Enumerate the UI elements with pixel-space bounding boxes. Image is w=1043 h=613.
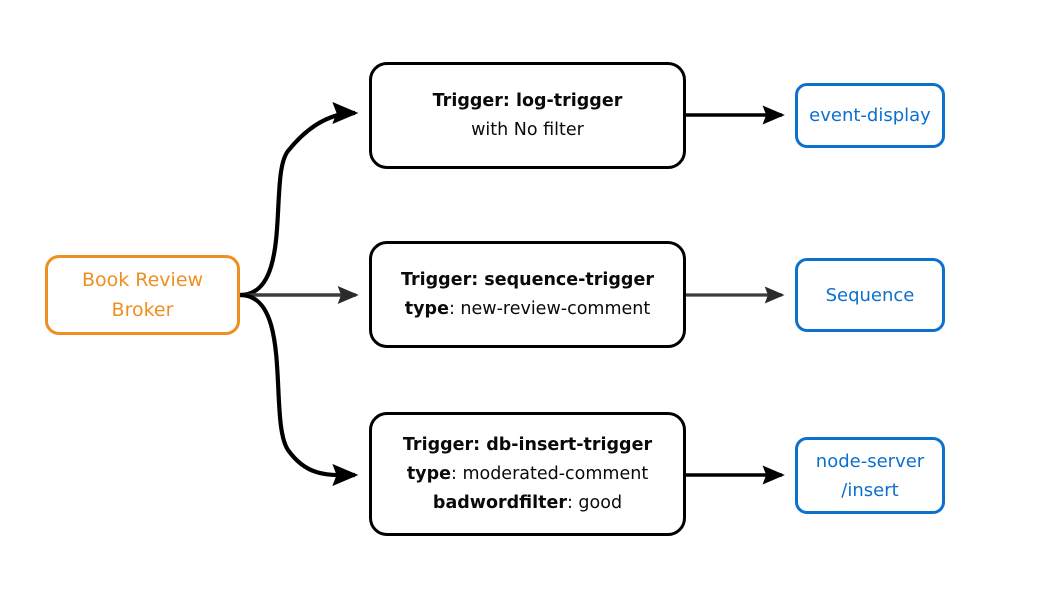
sink-node-server-label-line-2: /insert [841, 479, 899, 501]
edge-broker-to-log-trigger [239, 101, 359, 298]
node-sink-event-display[interactable]: event-display [795, 83, 945, 148]
node-book-review-broker[interactable]: Book Review Broker [45, 255, 240, 335]
trigger-log-title: Trigger: log-trigger [432, 90, 623, 111]
broker-label-line-2: Broker [111, 299, 174, 321]
sink-node-server-label-line-1: node-server [815, 450, 925, 472]
node-sink-sequence[interactable]: Sequence [795, 258, 945, 332]
trigger-sequence-title: Trigger: sequence-trigger [401, 269, 654, 290]
node-trigger-db-insert-trigger[interactable]: Trigger: db-insert-trigger type: moderat… [369, 412, 686, 536]
trigger-db-insert-detail-1-value: : moderated-comment [450, 463, 649, 484]
trigger-db-insert-detail-2-value: : good [566, 492, 623, 513]
node-trigger-sequence-trigger[interactable]: Trigger: sequence-trigger type: new-revi… [369, 241, 686, 348]
trigger-db-insert-title: Trigger: db-insert-trigger [402, 434, 653, 455]
trigger-db-insert-detail-2: badwordfilter: good [433, 489, 622, 518]
trigger-db-insert-detail-2-key: badwordfilter [432, 492, 567, 513]
broker-label-line-1: Book Review [81, 269, 204, 291]
trigger-log-detail-1-value: with No filter [471, 119, 584, 140]
sink-sequence-label: Sequence [825, 284, 915, 306]
trigger-log-detail-1: with No filter [471, 116, 584, 145]
edge-broker-to-db-insert-trigger [239, 292, 359, 487]
sink-event-display-label: event-display [809, 105, 931, 126]
trigger-db-insert-detail-1: type: moderated-comment [407, 460, 648, 489]
trigger-sequence-detail-1-value: : new-review-comment [448, 298, 651, 319]
node-sink-node-server-insert[interactable]: node-server /insert [795, 437, 945, 514]
trigger-sequence-detail-1: type: new-review-comment [405, 295, 650, 324]
node-trigger-log-trigger[interactable]: Trigger: log-trigger with No filter [369, 62, 686, 169]
trigger-sequence-detail-1-key: type [404, 298, 449, 319]
trigger-db-insert-detail-1-key: type [406, 463, 451, 484]
